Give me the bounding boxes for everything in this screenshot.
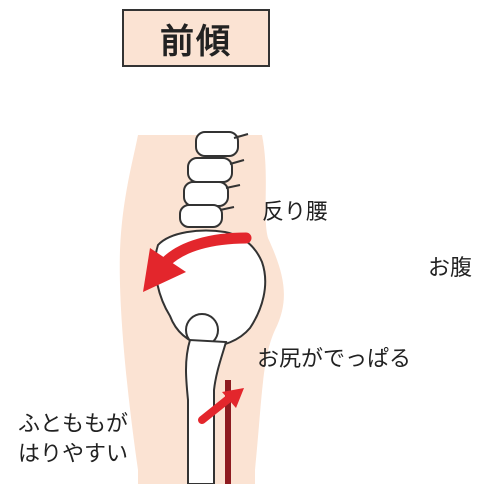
spine [179,131,249,228]
label-sorigoshi: 反り腰 [262,200,329,225]
label-futomomo-1: ふとももが [18,412,129,437]
label-oshiri: お尻がでっぱる [257,347,412,372]
thigh-arrow-shaft [198,392,236,424]
pelvis-bone [154,229,267,348]
label-futomomo-2: はりやすい [18,442,129,467]
tilt-arrow-head [143,248,186,292]
title-text: 前傾 [160,21,232,62]
tilt-arrow [160,232,252,268]
label-onaka: お腹 [428,256,473,281]
title-box: 前傾 [122,9,270,67]
thigh-arrow-head [222,388,244,408]
